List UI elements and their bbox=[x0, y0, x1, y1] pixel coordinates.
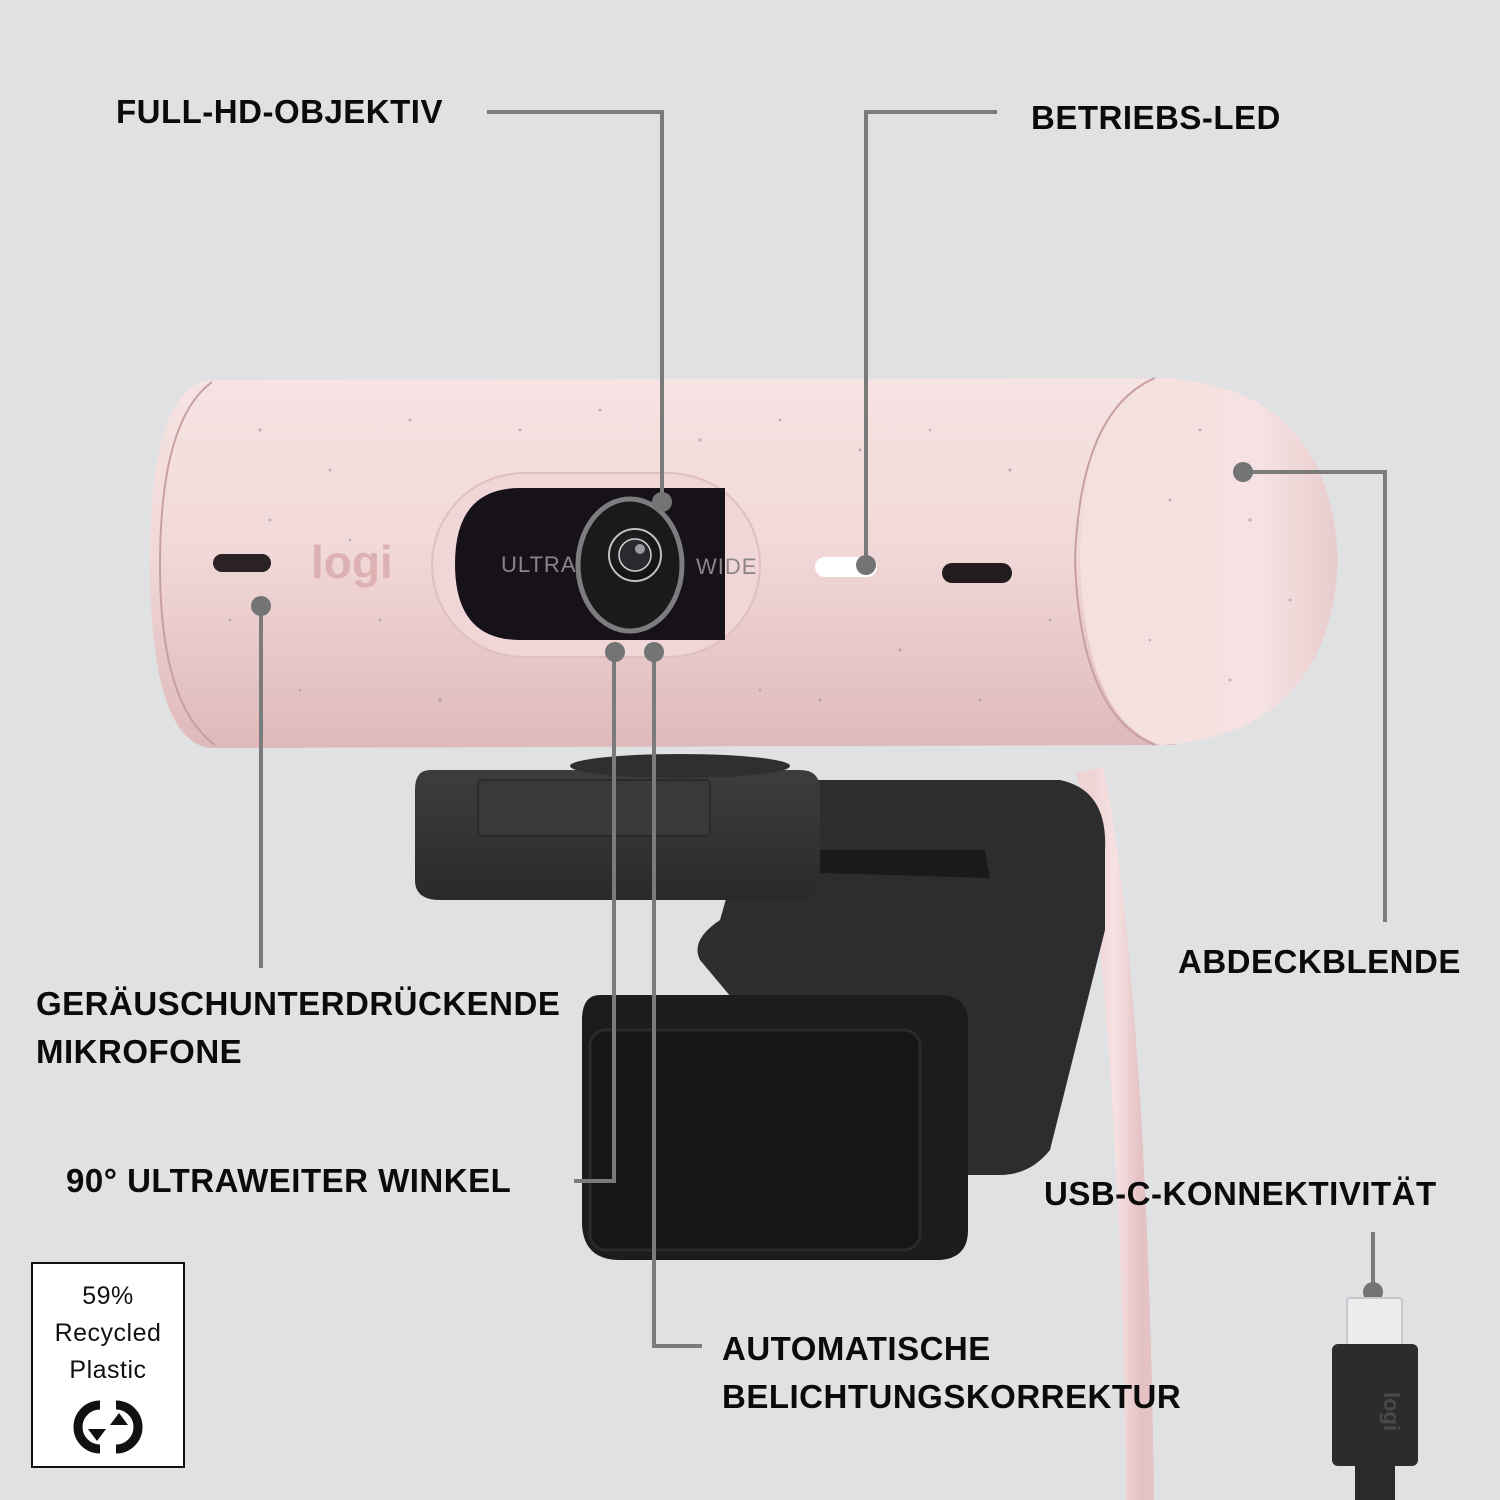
dot-exposure bbox=[644, 642, 664, 662]
privacy-shutter bbox=[1080, 378, 1338, 745]
callout-exposure: AUTOMATISCHE BELICHTUNGSKORREKTUR bbox=[722, 1330, 1182, 1415]
leader-lines bbox=[259, 110, 1387, 1348]
callout-led: BETRIEBS-LED bbox=[1031, 99, 1281, 136]
callout-fov: 90° ULTRAWEITER WINKEL bbox=[66, 1162, 512, 1199]
recycle-icon bbox=[73, 1400, 143, 1454]
lens-text-ultra: ULTRA bbox=[501, 552, 577, 577]
callout-lens: FULL-HD-OBJEKTIV bbox=[116, 93, 443, 130]
callout-usbc: USB-C-KONNEKTIVITÄT bbox=[1044, 1175, 1437, 1212]
dot-mics bbox=[251, 596, 271, 616]
dot-led bbox=[856, 555, 876, 575]
callout-mics: GERÄUSCHUNTERDRÜCKENDE MIKROFONE bbox=[36, 985, 561, 1070]
lens-text-wide: WIDE bbox=[696, 554, 757, 579]
usb-c-connector: logi bbox=[1332, 1297, 1418, 1500]
speckle-texture bbox=[228, 408, 1292, 702]
mic-left bbox=[213, 554, 271, 572]
cable-logo: logi bbox=[1379, 1392, 1404, 1431]
dot-lens bbox=[652, 492, 672, 512]
logi-logo: logi bbox=[311, 536, 393, 588]
callout-shutter: ABDECKBLENDE bbox=[1178, 943, 1461, 980]
mic-right bbox=[942, 563, 1012, 583]
dot-shutter bbox=[1233, 462, 1253, 482]
recycled-plastic-badge: 59% Recycled Plastic bbox=[31, 1262, 185, 1468]
dot-fov bbox=[605, 642, 625, 662]
